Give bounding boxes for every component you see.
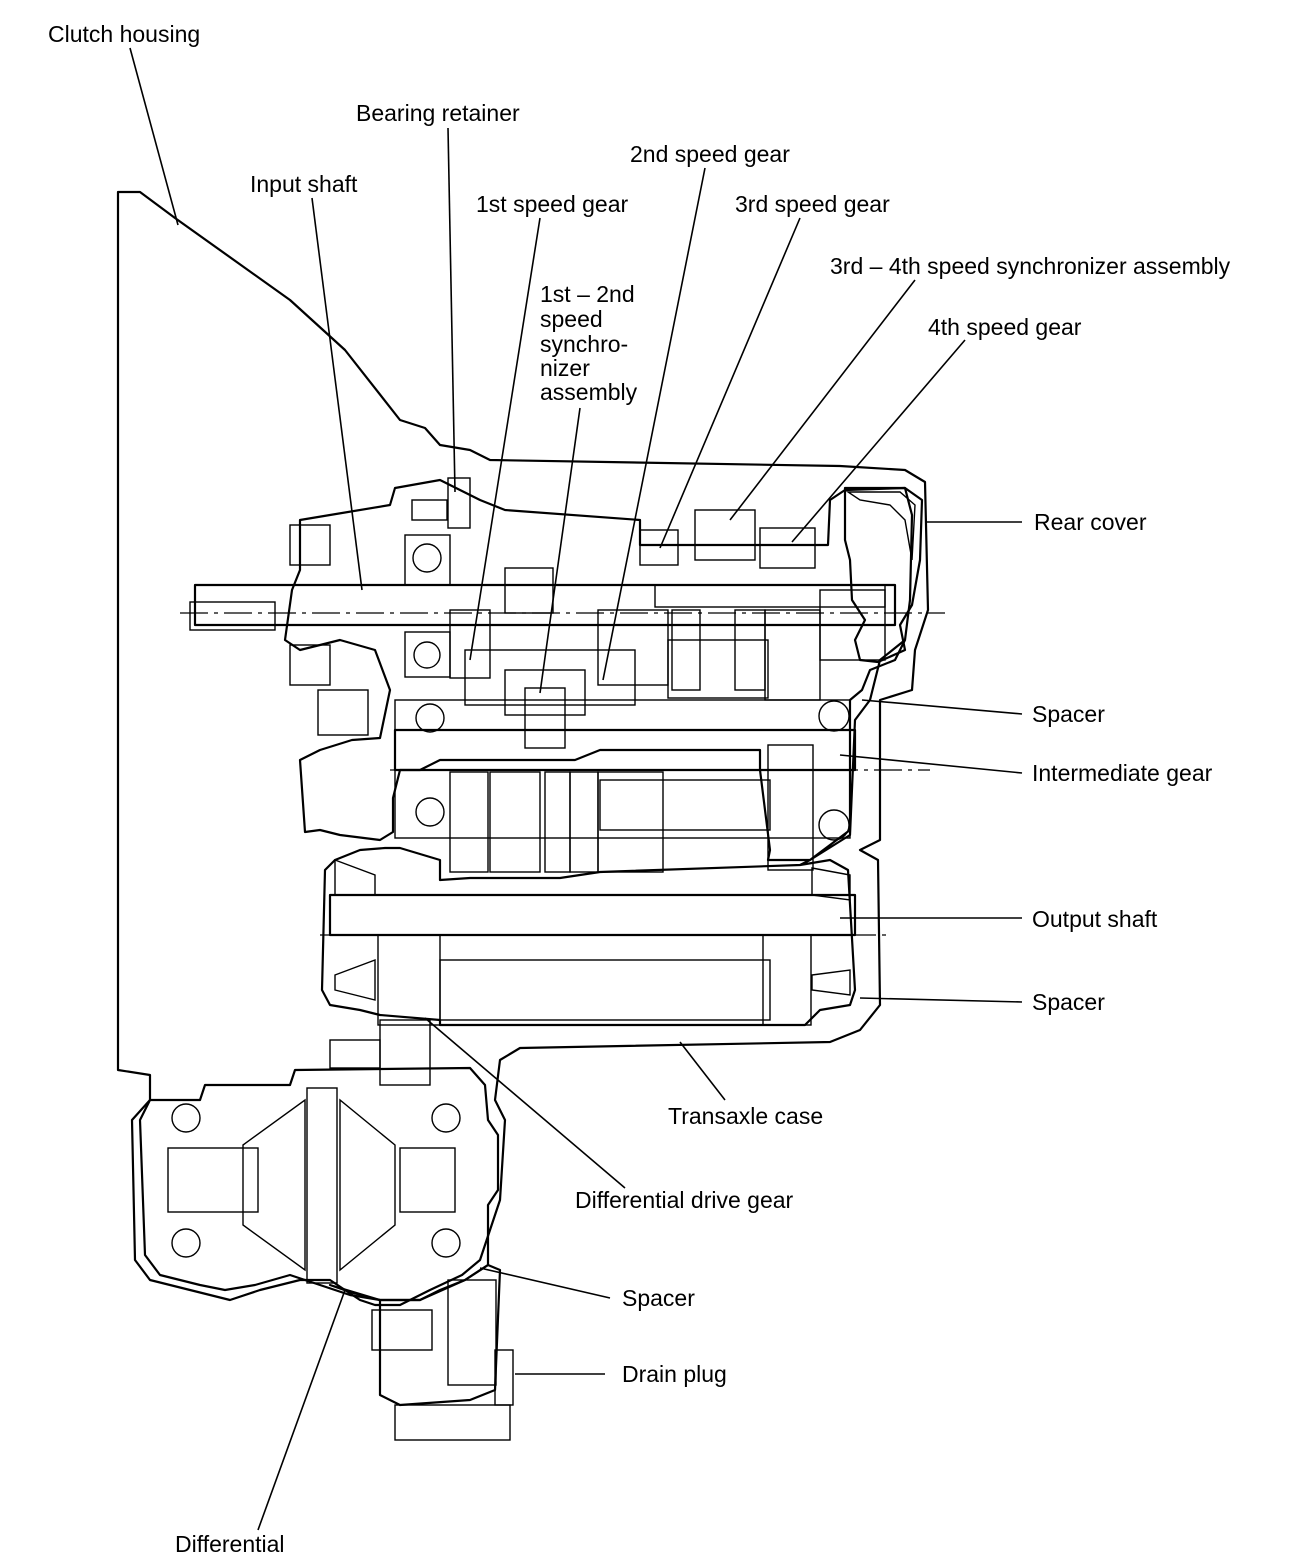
leader-spacer-3: [479, 1267, 611, 1299]
leader-first-speed-gear: [469, 217, 541, 661]
leader-spacer-1: [861, 699, 1023, 715]
intermediate-shaft-part: [390, 700, 930, 873]
label-bearing-retainer: Bearing retainer: [356, 100, 520, 126]
label-synchro-12-line4: nizer: [540, 355, 590, 381]
output-shaft-part: [320, 858, 890, 1026]
countershaft-chamber: [394, 639, 851, 1021]
label-synchro-12-line5: assembly: [540, 379, 638, 405]
leader-third-speed-gear: [659, 217, 801, 549]
bearing-retainer-part: [289, 477, 471, 736]
label-drain-plug: Drain plug: [622, 1361, 727, 1387]
leader-lines: [129, 47, 1023, 1531]
leader-fourth-speed-gear: [791, 339, 966, 543]
label-synchro-12-line2: speed: [540, 306, 603, 332]
label-first-speed-gear: 1st speed gear: [476, 191, 629, 217]
drain-plug-part: [328, 1263, 514, 1441]
leader-second-speed-gear: [602, 167, 706, 681]
leader-spacer-2: [859, 997, 1023, 1003]
label-synchro-12-line3: synchro-: [540, 331, 628, 357]
label-differential: Differential: [175, 1531, 285, 1557]
leader-differential: [257, 1289, 346, 1531]
label-clutch-housing: Clutch housing: [48, 21, 200, 47]
leader-clutch-housing: [129, 47, 179, 226]
leader-transaxle-case: [679, 1041, 726, 1101]
input-bearings: [404, 534, 886, 678]
callout-labels: Clutch housing Bearing retainer 2nd spee…: [48, 21, 1231, 1557]
label-differential-drive-gear: Differential drive gear: [575, 1187, 794, 1213]
label-intermediate-gear: Intermediate gear: [1032, 760, 1213, 786]
label-spacer-3: Spacer: [622, 1285, 695, 1311]
input-gears: [449, 509, 821, 701]
gear-chamber-cavity: [283, 478, 914, 1027]
label-third-speed-gear: 3rd speed gear: [735, 191, 890, 217]
label-synchro-12-line1: 1st – 2nd: [540, 281, 635, 307]
label-input-shaft: Input shaft: [250, 171, 358, 197]
leader-intermediate-gear: [839, 754, 1023, 774]
clutch-housing-casting: [116, 190, 930, 1307]
label-output-shaft: Output shaft: [1032, 906, 1158, 932]
leader-input-shaft: [311, 197, 363, 591]
label-transaxle-case: Transaxle case: [668, 1103, 823, 1129]
differential-housing: [138, 1066, 500, 1302]
label-rear-cover: Rear cover: [1034, 509, 1147, 535]
leader-bearing-retainer: [447, 127, 456, 493]
synchro-12-part: [464, 649, 636, 749]
rear-cover-part: [843, 486, 924, 664]
differential-drive-gear-part: [329, 1019, 431, 1086]
label-spacer-1: Spacer: [1032, 701, 1105, 727]
leader-synchro-12: [539, 407, 581, 694]
label-second-speed-gear: 2nd speed gear: [630, 141, 790, 167]
label-fourth-speed-gear: 4th speed gear: [928, 314, 1082, 340]
input-shaft-part: [180, 583, 945, 631]
label-synchro-34: 3rd – 4th speed synchronizer assembly: [830, 253, 1231, 279]
leader-synchro-34: [729, 279, 916, 521]
leader-differential-drive-gear: [424, 1017, 626, 1189]
label-spacer-2: Spacer: [1032, 989, 1105, 1015]
